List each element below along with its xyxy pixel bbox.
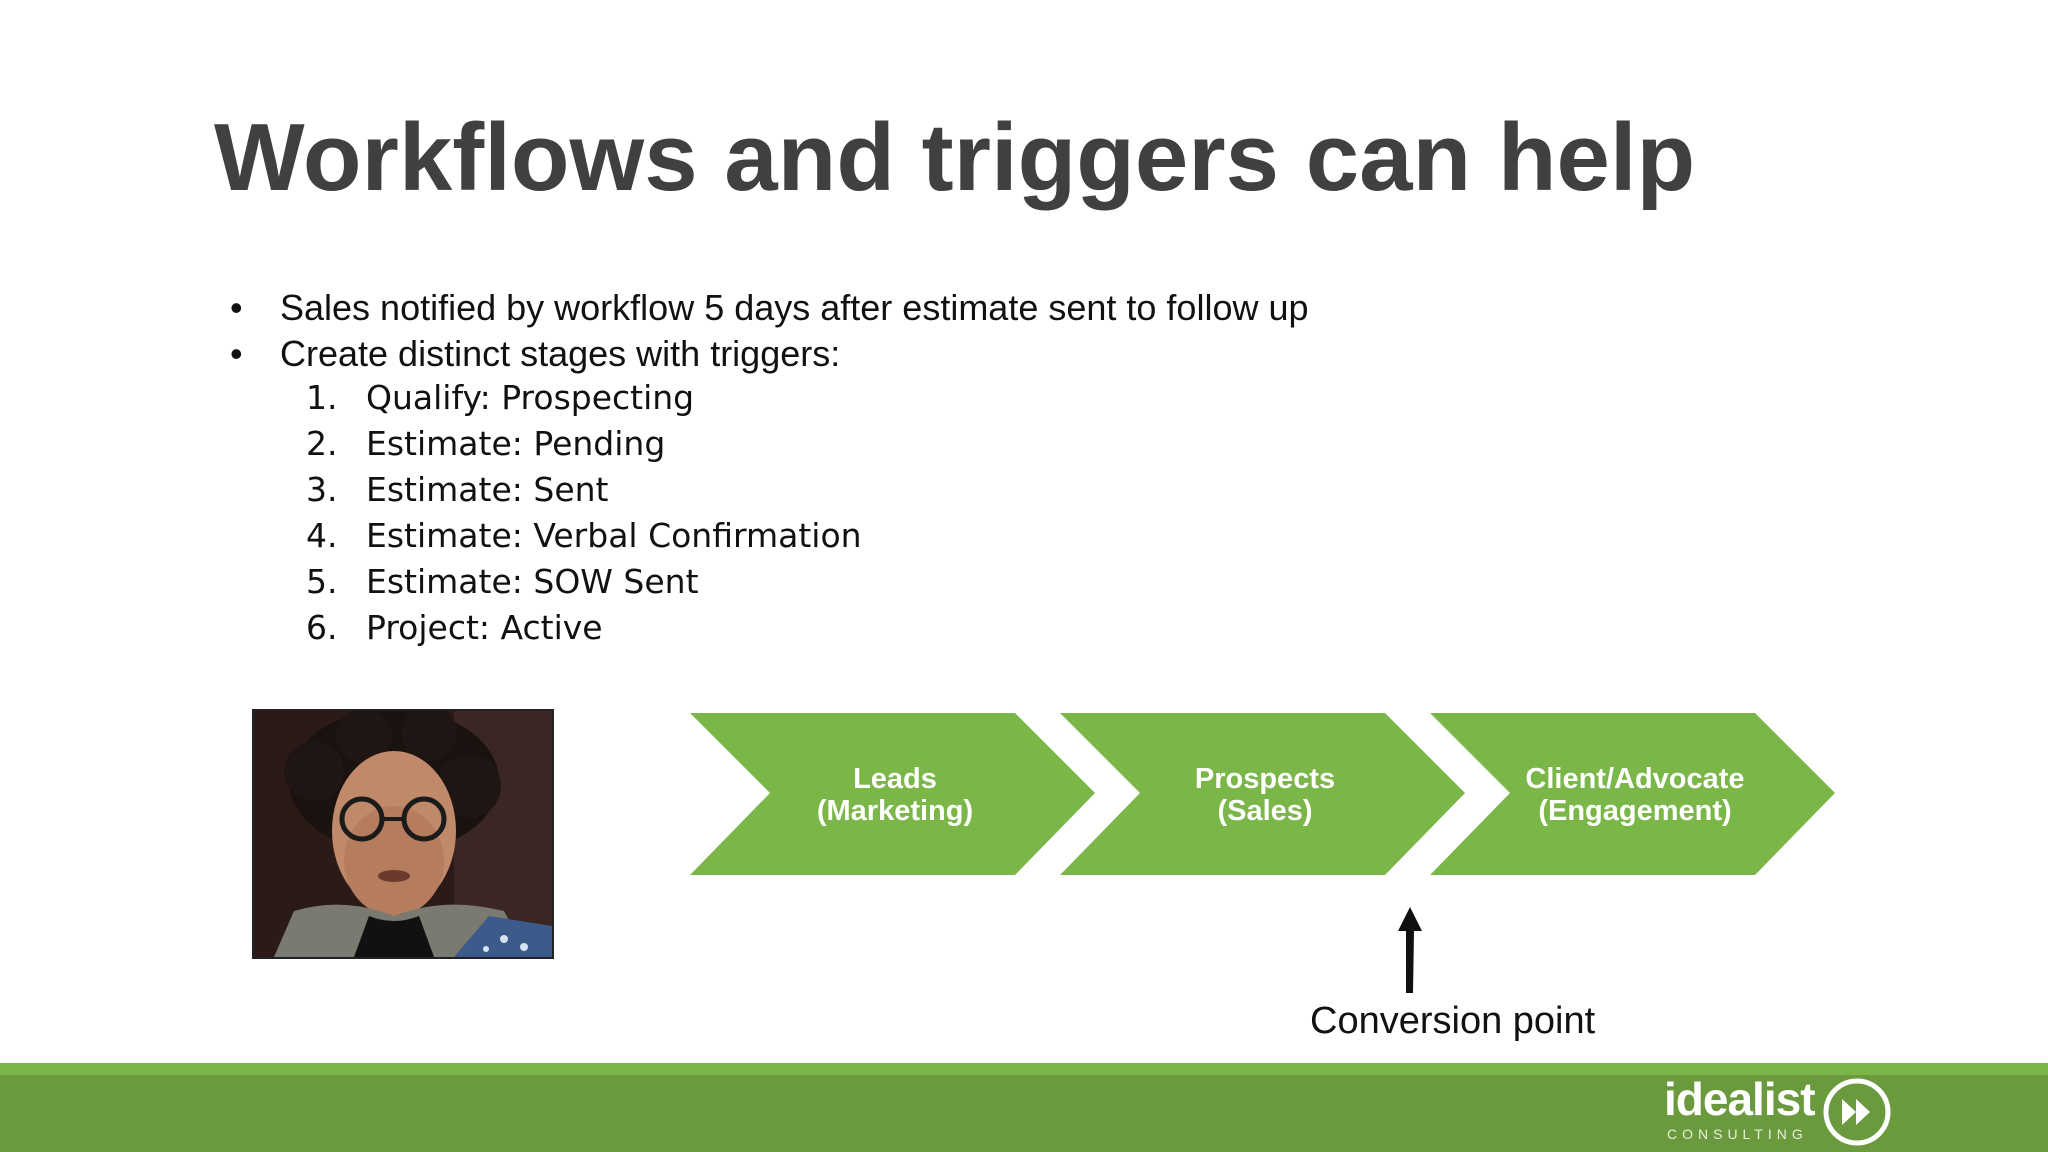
stage-list: 1. Qualify: Prospecting 2. Estimate: Pendi… [306,375,862,651]
stage-subtitle: (Engagement) [1538,795,1732,827]
stage-client-shape [1430,713,1835,875]
stage-subtitle: (Sales) [1217,795,1313,827]
stage-title: Prospects [1194,763,1336,795]
stage-client-label: Client/Advocate (Engagement) [1505,763,1765,827]
stage-title: Leads [853,763,937,795]
bullet-item: • Create distinct stages with triggers: [230,331,1309,377]
stage-list-item: 2. Estimate: Pending [306,421,862,467]
stage-text: Estimate: Verbal Confirmation [366,516,862,555]
stage-text: Qualify: Prospecting [366,378,695,417]
bullet-list: • Sales notified by workflow 5 days afte… [230,285,1309,377]
footer-accent-line [0,1063,2048,1075]
stage-text: Estimate: Pending [366,424,666,463]
bullet-item: • Sales notified by workflow 5 days afte… [230,285,1309,331]
bullet-dot: • [230,333,243,374]
stage-list-item: 5. Estimate: SOW Sent [306,559,862,605]
stage-number: 4. [306,516,338,555]
stage-list-item: 3. Estimate: Sent [306,467,862,513]
stage-prospects-shape [1060,713,1465,875]
stage-number: 2. [306,424,338,463]
bullet-text: Sales notified by workflow 5 days after … [280,287,1309,328]
stage-title: Client/Advocate [1525,763,1745,795]
stage-text: Estimate: Sent [366,470,609,509]
stage-prospects-label: Prospects (Sales) [1135,763,1395,827]
stage-list-item: 1. Qualify: Prospecting [306,375,862,421]
funnel-diagram: Leads (Marketing) Prospects (Sales) Clie… [690,713,1840,878]
stage-text: Estimate: SOW Sent [366,562,699,601]
stage-list-item: 6. Project: Active [306,605,862,651]
bullet-dot: • [230,287,243,328]
footer-bar [0,1075,2048,1152]
stage-subtitle: (Marketing) [816,795,974,827]
conversion-point-label: Conversion point [1310,1000,1596,1042]
stage-leads-label: Leads (Marketing) [765,763,1025,827]
person-photo-icon [254,711,552,957]
logo-subtext: CONSULTING [1667,1126,1808,1142]
stage-number: 1. [306,378,338,417]
stage-number: 5. [306,562,338,601]
slide-title: Workflows and triggers can help [214,104,1696,211]
stage-text: Project: Active [366,608,603,647]
stage-list-item: 4. Estimate: Verbal Confirmation [306,513,862,559]
logo-wordmark: idealist [1664,1073,1816,1125]
arrow-up-icon [1398,907,1422,993]
bullet-text: Create distinct stages with triggers: [280,333,841,374]
stage-number: 6. [306,608,338,647]
stage-leads-shape [690,713,1095,875]
fast-forward-logo-icon [1823,1078,1891,1146]
stage-number: 3. [306,470,338,509]
person-photo [252,709,554,959]
